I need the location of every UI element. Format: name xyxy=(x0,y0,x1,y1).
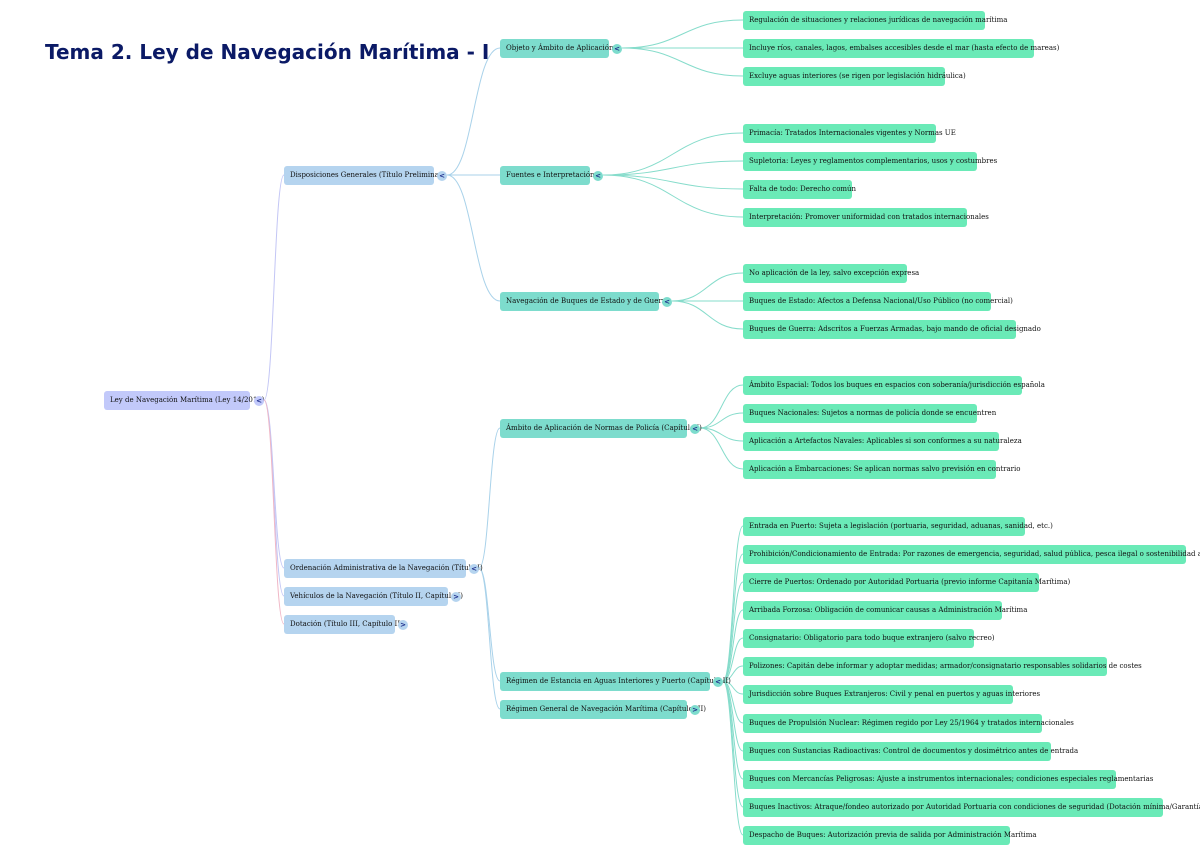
leaf-node[interactable]: Falta de todo: Derecho común xyxy=(743,180,856,199)
leaf-node[interactable]: Cierre de Puertos: Ordenado por Autorida… xyxy=(743,573,1070,592)
leaf-node[interactable]: Entrada en Puerto: Sujeta a legislación … xyxy=(743,517,1053,536)
branch-normas-policia[interactable]: Ámbito de Aplicación de Normas de Policí… xyxy=(500,419,702,438)
expand-toggle-icon[interactable]: > xyxy=(398,620,408,630)
mindmap-root-node[interactable]: Ley de Navegación Marítima (Ley 14/2014) xyxy=(104,391,265,410)
branch-objeto-ambito[interactable]: Objeto y Ámbito de Aplicación xyxy=(500,39,613,58)
page-title: Tema 2. Ley de Navegación Marítima - I xyxy=(45,40,490,64)
branch-buques-estado-guerra[interactable]: Navegación de Buques de Estado y de Guer… xyxy=(500,292,669,311)
leaf-node[interactable]: Excluye aguas interiores (se rigen por l… xyxy=(743,67,966,86)
connector-line xyxy=(699,384,744,429)
connector-line xyxy=(671,300,744,330)
leaf-node[interactable]: Buques con Mercancías Peligrosas: Ajuste… xyxy=(743,770,1153,789)
connector-line xyxy=(722,637,744,682)
connector-line xyxy=(722,680,744,836)
collapse-toggle-icon[interactable]: < xyxy=(612,44,622,54)
leaf-node[interactable]: Buques de Propulsión Nuclear: Régimen re… xyxy=(743,714,1074,733)
connector-line xyxy=(446,47,501,176)
collapse-toggle-icon[interactable]: < xyxy=(437,171,447,181)
collapse-toggle-icon[interactable]: < xyxy=(254,396,264,406)
leaf-node[interactable]: Supletoria: Leyes y reglamentos compleme… xyxy=(743,152,997,171)
collapse-toggle-icon[interactable]: < xyxy=(690,424,700,434)
leaf-node[interactable]: Primacía: Tratados Internacionales vigen… xyxy=(743,124,956,143)
connector-line xyxy=(722,553,744,682)
leaf-node[interactable]: No aplicación de la ley, salvo excepción… xyxy=(743,264,919,283)
branch-vehiculos-navegacion[interactable]: Vehículos de la Navegación (Título II, C… xyxy=(284,587,463,606)
connector-line xyxy=(478,567,501,682)
leaf-node[interactable]: Despacho de Buques: Autorización previa … xyxy=(743,826,1037,845)
collapse-toggle-icon[interactable]: < xyxy=(713,677,723,687)
connector-line xyxy=(722,665,744,682)
collapse-toggle-icon[interactable]: < xyxy=(469,564,479,574)
connector-line xyxy=(699,412,744,429)
connector-line xyxy=(722,609,744,682)
leaf-node[interactable]: Polizones: Capitán debe informar y adopt… xyxy=(743,657,1142,676)
connector-line xyxy=(446,174,501,302)
connector-line xyxy=(602,174,744,190)
connector-line xyxy=(671,272,744,302)
leaf-node[interactable]: Interpretación: Promover uniformidad con… xyxy=(743,208,989,227)
leaf-node[interactable]: Consignatario: Obligatorio para todo buq… xyxy=(743,629,995,648)
connector-line xyxy=(602,132,744,176)
connector-line xyxy=(263,399,285,625)
leaf-node[interactable]: Incluye ríos, canales, lagos, embalses a… xyxy=(743,39,1059,58)
leaf-node[interactable]: Jurisdicción sobre Buques Extranjeros: C… xyxy=(743,685,1040,704)
leaf-node[interactable]: Buques Inactivos: Atraque/fondeo autoriz… xyxy=(743,798,1200,817)
collapse-toggle-icon[interactable]: < xyxy=(593,171,603,181)
leaf-node[interactable]: Arribada Forzosa: Obligación de comunica… xyxy=(743,601,1027,620)
leaf-node[interactable]: Aplicación a Artefactos Navales: Aplicab… xyxy=(743,432,1022,451)
leaf-node[interactable]: Aplicación a Embarcaciones: Se aplican n… xyxy=(743,460,1020,479)
connector-line xyxy=(478,427,501,569)
connector-line xyxy=(263,399,285,597)
leaf-node[interactable]: Prohibición/Condicionamiento de Entrada:… xyxy=(743,545,1200,564)
leaf-node[interactable]: Regulación de situaciones y relaciones j… xyxy=(743,11,1007,30)
collapse-toggle-icon[interactable]: < xyxy=(662,297,672,307)
leaf-node[interactable]: Buques con Sustancias Radioactivas: Cont… xyxy=(743,742,1078,761)
branch-regimen-general[interactable]: Régimen General de Navegación Marítima (… xyxy=(500,700,706,719)
branch-disposiciones-generales[interactable]: Disposiciones Generales (Título Prelimin… xyxy=(284,166,445,185)
expand-toggle-icon[interactable]: > xyxy=(451,592,461,602)
connector-line xyxy=(263,174,285,401)
connector-line xyxy=(263,399,285,569)
branch-regimen-estancia[interactable]: Régimen de Estancia en Aguas Interiores … xyxy=(500,672,731,691)
connector-line xyxy=(602,160,744,176)
branch-ordenacion-administrativa[interactable]: Ordenación Administrativa de la Navegaci… xyxy=(284,559,483,578)
leaf-node[interactable]: Ámbito Espacial: Todos los buques en esp… xyxy=(743,376,1045,395)
leaf-node[interactable]: Buques Nacionales: Sujetos a normas de p… xyxy=(743,404,996,423)
connector-line xyxy=(602,174,744,218)
connector-line xyxy=(478,567,501,710)
expand-toggle-icon[interactable]: > xyxy=(690,705,700,715)
branch-fuentes-interpretacion[interactable]: Fuentes e Interpretación xyxy=(500,166,595,185)
connector-line xyxy=(722,581,744,682)
branch-dotacion[interactable]: Dotación (Título III, Capítulo III) xyxy=(284,615,406,634)
connector-line xyxy=(699,427,744,470)
leaf-node[interactable]: Buques de Estado: Afectos a Defensa Naci… xyxy=(743,292,1013,311)
connector-line xyxy=(621,47,744,77)
connector-line xyxy=(621,19,744,49)
leaf-node[interactable]: Buques de Guerra: Adscritos a Fuerzas Ar… xyxy=(743,320,1041,339)
